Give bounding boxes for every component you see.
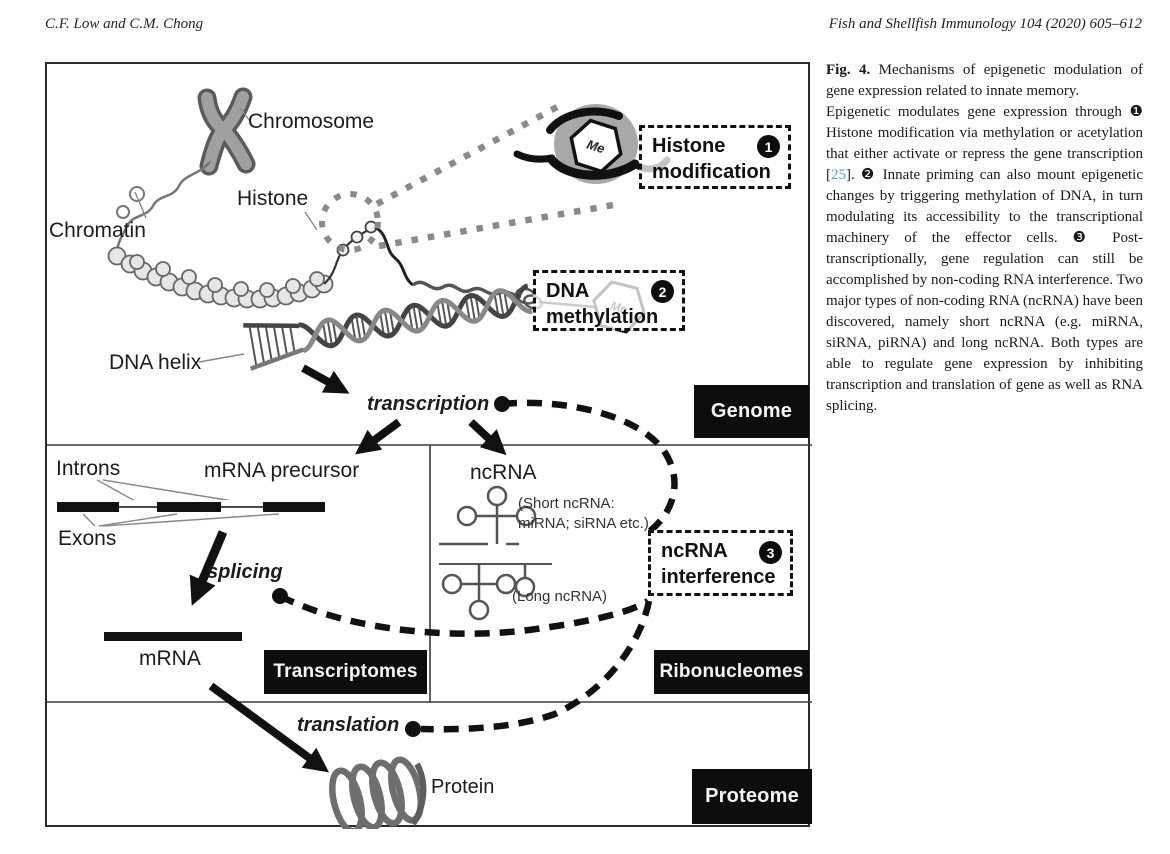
panel-dividers — [47, 444, 812, 703]
callout-histone-modification: Histone 1 modification — [639, 125, 791, 189]
feedback-curve-translation — [420, 600, 653, 733]
translation-arrow — [208, 682, 330, 773]
caption-body-1: Epigenetic modulates gene expression thr… — [826, 104, 1143, 183]
callout-dna-line2: methylation — [546, 306, 659, 328]
transcription-arrow — [301, 364, 350, 394]
ncrna-label: ncRNA — [470, 461, 537, 484]
splicing-dot — [272, 588, 288, 604]
introns-label: Introns — [56, 457, 121, 480]
process-arrows — [189, 364, 507, 773]
chromatin-fiber-icon — [115, 161, 211, 255]
mrna-label: mRNA — [139, 647, 201, 670]
nucleosome-beads-icon — [107, 246, 334, 309]
proteome-tag: Proteome — [692, 769, 812, 824]
short-ncrna-caption: (Short ncRNA: miRNA; siRNA etc.) — [518, 494, 649, 535]
figure-caption: Fig. 4. Mechanisms of epigenetic modulat… — [826, 60, 1143, 417]
me-hexagon-histone-icon: Me — [569, 118, 623, 174]
caption-fig-label: Fig. 4. — [826, 62, 871, 78]
genome-tag: Genome — [694, 385, 809, 438]
short-ncrna-line1: (Short ncRNA: — [518, 495, 615, 512]
callout-dna-line1: DNA — [546, 280, 590, 302]
to-mrna-arrow — [355, 418, 402, 455]
chromosome-label: Chromosome — [248, 110, 375, 133]
splicing-arrow — [189, 530, 228, 606]
svg-text:Me: Me — [585, 137, 607, 157]
caption-title-paragraph: Fig. 4. Mechanisms of epigenetic modulat… — [826, 60, 1143, 102]
transcriptomes-tag: Transcriptomes — [264, 650, 427, 694]
mrna-bar — [104, 632, 242, 641]
callout-ncrna-line1: ncRNA — [661, 540, 728, 562]
translation-label: translation — [297, 714, 400, 736]
feedback-curve-transcription — [501, 399, 678, 534]
citation-link-25[interactable]: 25 — [831, 167, 846, 183]
short-ncrna-line2: miRNA; siRNA etc.) — [518, 515, 649, 533]
exon-intron-bar — [57, 500, 325, 514]
badge-1: 1 — [757, 135, 780, 158]
callout-ncrna-interference: ncRNA 3 interference — [648, 530, 793, 596]
translation-dot — [405, 721, 421, 737]
dna-helix-icon — [243, 283, 533, 371]
short-ncrna-icon — [439, 485, 537, 546]
running-head-journal: Fish and Shellfish Immunology 104 (2020)… — [828, 16, 1142, 32]
process-dots — [272, 396, 510, 737]
callout-histone-line1: Histone — [652, 135, 726, 157]
protein-label: Protein — [431, 776, 495, 798]
beads-on-string-icon — [323, 220, 414, 287]
ribonucleomes-tag: Ribonucleomes — [654, 650, 809, 694]
callout-histone-line2: modification — [652, 161, 771, 183]
long-ncrna-icon — [439, 563, 552, 621]
badge-2: 2 — [651, 280, 674, 303]
transcription-label: transcription — [367, 393, 490, 415]
exons-label: Exons — [58, 527, 117, 550]
feedback-curve-splicing — [278, 593, 650, 637]
caption-body-2: ]. ❷ Innate priming can also mount epige… — [826, 167, 1144, 414]
callout-ncrna-line2: interference — [661, 566, 776, 588]
long-ncrna-caption: (Long ncRNA) — [512, 588, 608, 605]
histone-label: Histone — [237, 187, 309, 210]
figure-panel: Me — [45, 62, 812, 829]
ncrna-feedback-curves — [278, 399, 678, 733]
zoom-funnel-lines — [375, 103, 620, 250]
running-head-authors: C.F. Low and C.M. Chong — [45, 16, 204, 32]
chromosome-icon — [197, 87, 256, 176]
mrna-precursor-label: mRNA precursor — [204, 459, 360, 482]
transcription-dot — [494, 396, 510, 412]
chromatin-label: Chromatin — [49, 219, 146, 242]
caption-title: Mechanisms of epigenetic modulation of g… — [826, 62, 1143, 99]
splicing-label: splicing — [207, 561, 283, 583]
badge-3: 3 — [759, 541, 782, 564]
enlarged-histone-icon: Me — [513, 104, 671, 184]
to-ncrna-arrow — [468, 419, 507, 456]
leader-lines — [82, 107, 318, 527]
callout-dna-methylation: DNA 2 methylation — [533, 270, 685, 331]
histone-zoom-circle — [319, 191, 381, 253]
dna-helix-label: DNA helix — [109, 351, 202, 374]
protein-coil-icon — [329, 756, 427, 829]
caption-body-paragraph: Epigenetic modulates gene expression thr… — [826, 102, 1143, 417]
